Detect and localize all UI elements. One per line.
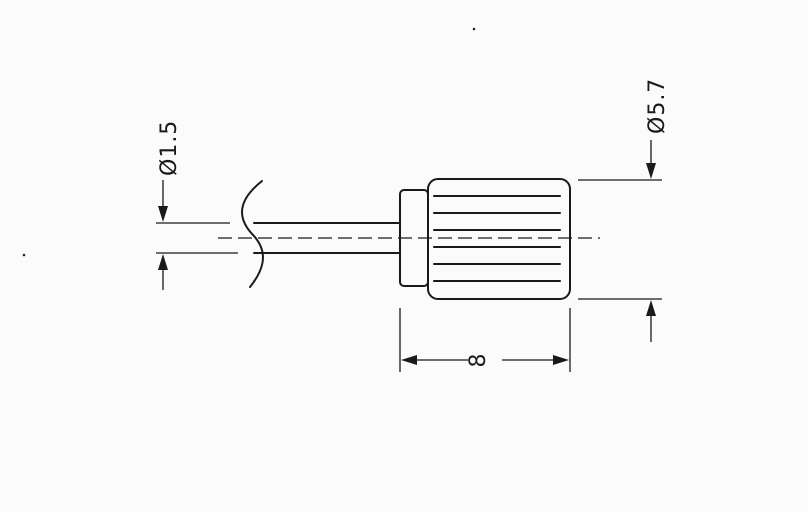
speck-dot bbox=[472, 27, 476, 31]
knob-diameter-dimension bbox=[578, 140, 662, 342]
shaft-diameter-label: Ø1.5 bbox=[157, 120, 182, 176]
speck-dot bbox=[22, 253, 26, 257]
shaft-diameter-dimension bbox=[156, 180, 238, 290]
length-label: 8 bbox=[466, 353, 491, 368]
knob-diameter-label: Ø5.7 bbox=[645, 78, 670, 134]
shaft bbox=[253, 222, 401, 254]
knurl-lines bbox=[433, 195, 561, 282]
knob-body bbox=[427, 178, 571, 300]
break-line bbox=[241, 180, 264, 288]
length-dimension bbox=[399, 308, 571, 372]
